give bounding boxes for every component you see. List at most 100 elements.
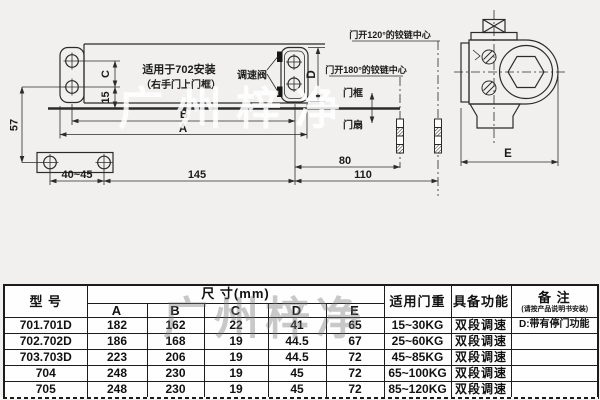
dim-110: 110 — [354, 169, 372, 181]
a-cell: 223 — [86, 349, 148, 367]
d-cell: 44.5 — [267, 333, 327, 351]
col-d-header: D — [267, 302, 327, 319]
drop-plate-hole — [41, 154, 59, 171]
b-cell: 230 — [146, 381, 205, 399]
table-row: 701.701D 182 162 22 41 65 15~30KG 双段调速 D… — [3, 317, 599, 335]
door-weight-header: 适用门重 — [383, 284, 452, 319]
remark-cell: D:带有停门功能 — [510, 317, 599, 335]
install-note-line2: （右手门上门框） — [141, 78, 221, 91]
adjust-screw — [481, 49, 497, 65]
dim-d: D — [306, 70, 318, 78]
col-b-header: B — [146, 302, 205, 319]
weight-cell: 25~60KG — [383, 333, 452, 351]
b-cell: 162 — [146, 317, 205, 335]
speed-valve-label: 调速阀 — [237, 69, 267, 82]
a-cell: 248 — [86, 381, 148, 399]
drawing-labels: 适用于702安装 （右手门上门框） 调速阀 门开120°的铰链中心 门开180°… — [9, 29, 513, 181]
function-cell: 双段调速 — [450, 349, 512, 367]
c-cell: 19 — [203, 333, 269, 351]
technical-drawing: 适用于702安装 （右手门上门框） 调速阀 门开120°的铰链中心 门开180°… — [9, 10, 567, 196]
table-row: 705 248 230 19 45 72 85~120KG 双段调速 — [3, 381, 599, 399]
dim-c: C — [100, 70, 112, 78]
dimension-lines — [19, 40, 559, 196]
a-cell: 186 — [86, 333, 148, 351]
dim-80: 80 — [339, 155, 351, 167]
a-cell: 248 — [86, 365, 148, 383]
function-cell: 双段调速 — [450, 381, 512, 399]
hinge-180-label: 门开180°的铰链中心 — [325, 64, 407, 75]
dim-e: E — [504, 148, 512, 160]
door-frame-label: 门框 — [343, 87, 363, 100]
function-cell: 双段调速 — [450, 333, 512, 351]
spec-table: 型 号 尺 寸(mm) 适用门重 具备功能 备 注 (请按产品说明书安装) A … — [3, 284, 600, 399]
closer-top-view — [36, 43, 400, 174]
dim-145: 145 — [188, 169, 206, 181]
mount-hole — [63, 78, 81, 96]
e-cell: 72 — [325, 365, 385, 383]
end-hole — [286, 76, 302, 92]
weight-cell: 85~120KG — [383, 381, 452, 399]
hinge-120-label: 门开120°的铰链中心 — [349, 29, 431, 40]
install-note-line1: 适用于702安装 — [142, 62, 215, 76]
table-row: 703.703D 223 206 19 44.5 72 45~85KG 双段调速 — [3, 349, 599, 367]
function-cell: 双段调速 — [450, 317, 512, 335]
d-cell: 45 — [267, 365, 327, 383]
remark-cell — [510, 333, 599, 351]
model-cell: 703.703D — [3, 349, 88, 367]
header-row-2: A B C D E — [4, 302, 598, 319]
remark-cell — [510, 349, 599, 367]
hinge-180-symbol — [396, 118, 404, 154]
closer-side-view — [454, 10, 567, 146]
col-e-header: E — [325, 302, 385, 319]
e-cell: 72 — [325, 381, 385, 399]
dotted-strip — [0, 397, 600, 399]
remark-cell — [510, 381, 599, 399]
remark-header: 备 注 (请按产品说明书安装) — [510, 284, 599, 319]
end-bracket — [280, 46, 309, 103]
adjust-screw — [481, 80, 497, 96]
table-row: 704 248 230 19 45 72 65~100KG 双段调速 — [3, 365, 599, 383]
b-cell: 206 — [146, 349, 205, 367]
hinge-120-symbol — [434, 118, 442, 154]
closer-body-side — [468, 39, 559, 105]
dim-15: 15 — [100, 91, 112, 103]
model-cell: 702.702D — [3, 333, 88, 351]
col-c-header: C — [203, 302, 269, 319]
weight-cell: 15~30KG — [383, 317, 452, 335]
speed-valve-leader — [266, 56, 278, 92]
col-a-header: A — [86, 302, 148, 319]
remark-header-title: 备 注 — [537, 290, 571, 306]
speed-valve-screw — [277, 86, 283, 97]
remark-header-sub: (请按产品说明书安装) — [520, 304, 588, 313]
c-cell: 19 — [203, 365, 269, 383]
b-cell: 230 — [146, 365, 205, 383]
c-cell: 19 — [203, 381, 269, 399]
drop-plate-hole — [95, 154, 113, 171]
mount-foot — [468, 103, 522, 129]
d-cell: 45 — [267, 381, 327, 399]
dim-40-45: 40~45 — [62, 169, 93, 181]
speed-valve-screw — [277, 51, 283, 62]
end-hole — [286, 54, 302, 70]
table-row: 702.702D 186 168 19 44.5 67 25~60KG 双段调速 — [3, 333, 599, 351]
header-row-1: 型 号 尺 寸(mm) 适用门重 具备功能 备 注 (请按产品说明书安装) — [3, 284, 599, 319]
d-cell: 44.5 — [267, 349, 327, 367]
mount-hole — [63, 52, 81, 70]
model-header: 型 号 — [3, 284, 88, 319]
c-cell: 19 — [203, 349, 269, 367]
model-cell: 701.701D — [3, 317, 88, 335]
functions-header: 具备功能 — [450, 284, 512, 319]
d-cell: 41 — [267, 317, 327, 335]
function-cell: 双段调速 — [450, 365, 512, 383]
dim-57: 57 — [9, 119, 21, 131]
e-cell: 65 — [325, 317, 385, 335]
a-cell: 182 — [86, 317, 148, 335]
model-cell: 705 — [3, 381, 88, 399]
size-header: 尺 寸(mm) — [86, 284, 385, 304]
hinge-symbols — [396, 118, 442, 154]
dim-b: B — [180, 109, 188, 121]
c-cell: 22 — [203, 317, 269, 335]
door-leaf-label: 门扇 — [343, 119, 363, 132]
weight-cell: 45~85KG — [383, 349, 452, 367]
